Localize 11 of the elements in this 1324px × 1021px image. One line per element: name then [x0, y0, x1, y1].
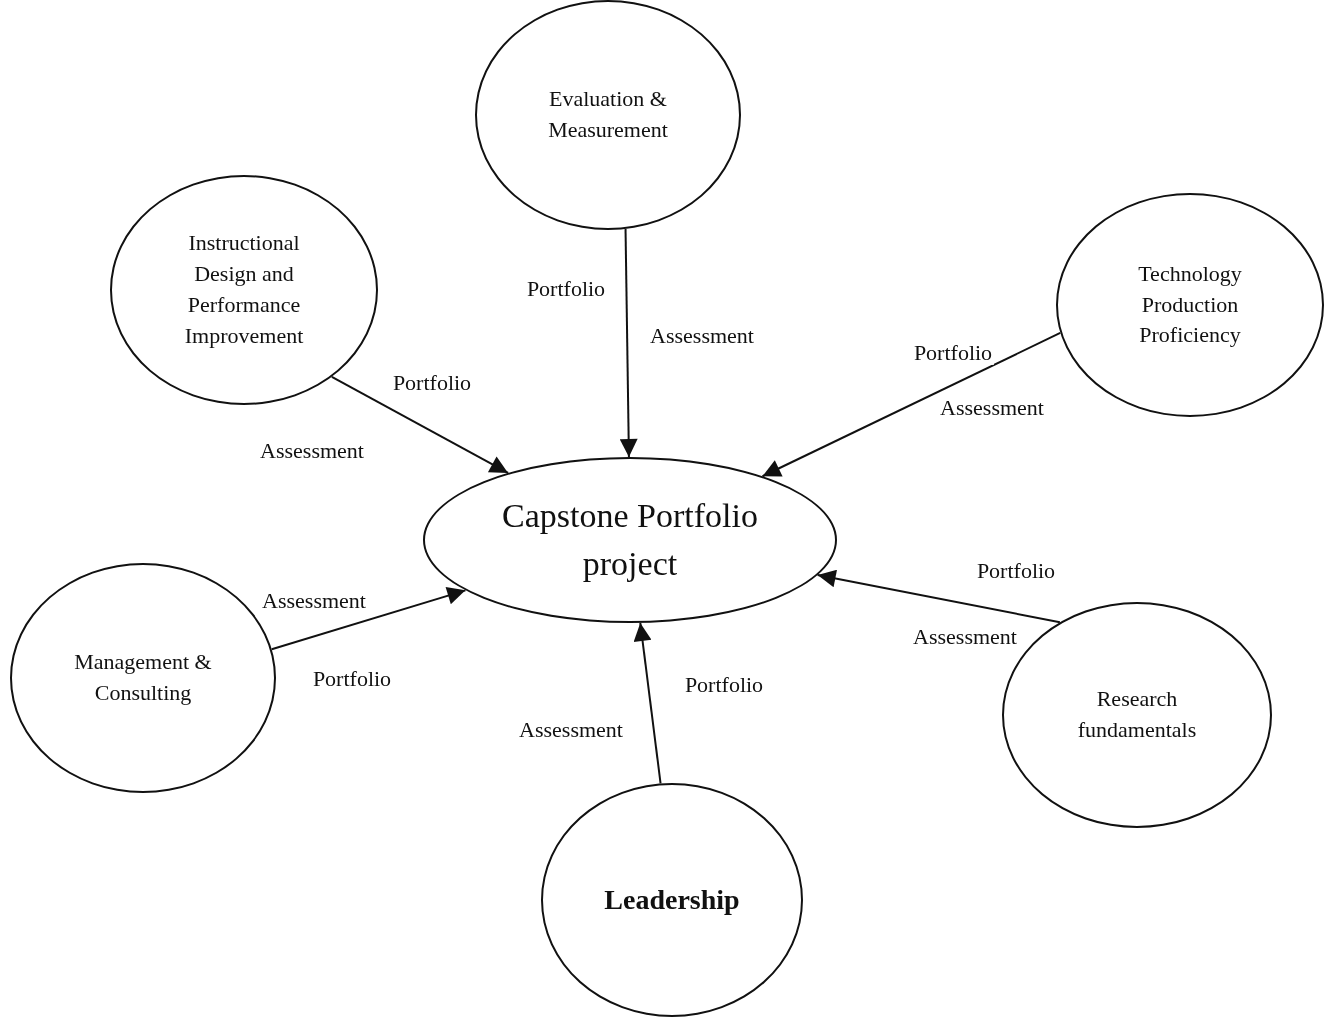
node-label: Management & Consulting [73, 648, 213, 707]
node-label: Leadership [604, 883, 740, 918]
arrow [633, 621, 662, 785]
node-label: Technology Production Proficiency [1137, 259, 1243, 350]
arrow [619, 228, 638, 458]
node-label: Instructional Design and Performance Improvement [183, 229, 305, 350]
node-label: Evaluation & Measurement [547, 85, 669, 144]
arrow [816, 569, 1061, 624]
node-label: Capstone Portfolio project [501, 496, 759, 584]
node-label: Research fundamentals [1076, 685, 1198, 744]
arrow [330, 375, 510, 474]
